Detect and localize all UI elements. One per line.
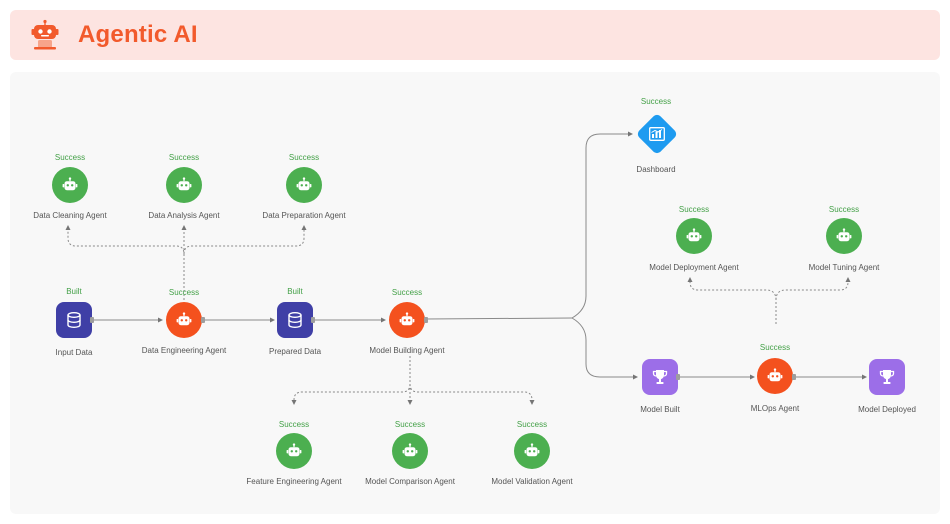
robot-icon: [399, 312, 415, 326]
database-icon: [288, 312, 302, 329]
edge-building-to-split: [425, 317, 573, 320]
robot-icon: [836, 228, 852, 242]
data-engineering-agent-label: Data Engineering Agent: [141, 346, 227, 355]
edge-split-to-dashboard: [571, 131, 633, 319]
robot-icon: [524, 443, 540, 457]
model-deployment-agent-node[interactable]: [676, 218, 712, 254]
edge-split-to-model-built: [571, 317, 638, 380]
robot-laptop-icon: [30, 19, 60, 51]
status-badge: Success: [678, 205, 710, 214]
status-badge: Success: [828, 205, 860, 214]
mlops-agent-label: MLOps Agent: [750, 404, 800, 413]
mlops-agent-node[interactable]: [757, 358, 793, 394]
page-title: Agentic AI: [78, 21, 198, 48]
model-validation-agent-label: Model Validation Agent: [491, 477, 573, 486]
input-data-label: Input Data: [55, 348, 93, 357]
prepared-data-label: Prepared Data: [268, 347, 322, 356]
data-preparation-agent-node[interactable]: [286, 167, 322, 203]
model-validation-agent-node[interactable]: [514, 433, 550, 469]
model-tuning-agent-node[interactable]: [826, 218, 862, 254]
status-badge: Success: [54, 153, 86, 162]
input-data-node[interactable]: [56, 302, 92, 338]
robot-icon: [686, 228, 702, 242]
dashboard-node[interactable]: [635, 112, 679, 156]
data-cleaning-agent-node[interactable]: [52, 167, 88, 203]
status-badge: Success: [394, 420, 426, 429]
edge-engineering-to-cleaning: [65, 225, 185, 300]
edge-mlops-to-deployment: [687, 277, 777, 324]
data-preparation-agent-label: Data Preparation Agent: [262, 211, 346, 220]
edge-building-to-feature: [291, 356, 411, 405]
robot-icon: [176, 177, 192, 191]
robot-icon: [286, 443, 302, 457]
data-engineering-agent-node[interactable]: [166, 302, 202, 338]
model-built-node[interactable]: [642, 359, 678, 395]
database-icon: [67, 312, 81, 329]
status-badge: Built: [287, 287, 303, 296]
model-deployed-label: Model Deployed: [858, 405, 916, 414]
status-badge: Success: [516, 420, 548, 429]
status-badge: Built: [66, 287, 82, 296]
status-badge: Success: [640, 97, 672, 106]
data-analysis-agent-label: Data Analysis Agent: [148, 211, 220, 220]
feature-engineering-agent-label: Feature Engineering Agent: [246, 477, 342, 486]
model-deployed-node[interactable]: [869, 359, 905, 395]
status-badge: Success: [391, 288, 423, 297]
prepared-data-node[interactable]: [277, 302, 313, 338]
status-badge: Success: [759, 343, 791, 352]
data-cleaning-agent-label: Data Cleaning Agent: [33, 211, 107, 220]
model-building-agent-label: Model Building Agent: [369, 346, 445, 355]
model-comparison-agent-node[interactable]: [392, 433, 428, 469]
trophy-icon: [879, 370, 895, 384]
robot-icon: [767, 368, 783, 382]
edge-building-to-validation: [409, 383, 535, 405]
dashboard-label: Dashboard: [636, 165, 676, 174]
robot-icon: [176, 312, 192, 326]
robot-icon: [402, 443, 418, 457]
model-built-label: Model Built: [640, 405, 680, 414]
edge-mlops-to-tuning: [775, 277, 851, 301]
status-badge: Success: [288, 153, 320, 162]
status-badge: Success: [168, 288, 200, 297]
header-bar: Agentic AI: [10, 10, 940, 60]
robot-icon: [296, 177, 312, 191]
model-comparison-agent-label: Model Comparison Agent: [365, 477, 455, 486]
trophy-icon: [652, 370, 668, 384]
robot-icon: [62, 177, 78, 191]
model-building-agent-node[interactable]: [389, 302, 425, 338]
model-deployment-agent-label: Model Deployment Agent: [649, 263, 739, 272]
feature-engineering-agent-node[interactable]: [276, 433, 312, 469]
model-tuning-agent-label: Model Tuning Agent: [808, 263, 880, 272]
status-badge: Success: [278, 420, 310, 429]
workflow-canvas: [10, 72, 940, 514]
edge-engineering-to-preparation: [183, 225, 307, 255]
dashboard-icon: [649, 127, 665, 141]
data-analysis-agent-node[interactable]: [166, 167, 202, 203]
status-badge: Success: [168, 153, 200, 162]
